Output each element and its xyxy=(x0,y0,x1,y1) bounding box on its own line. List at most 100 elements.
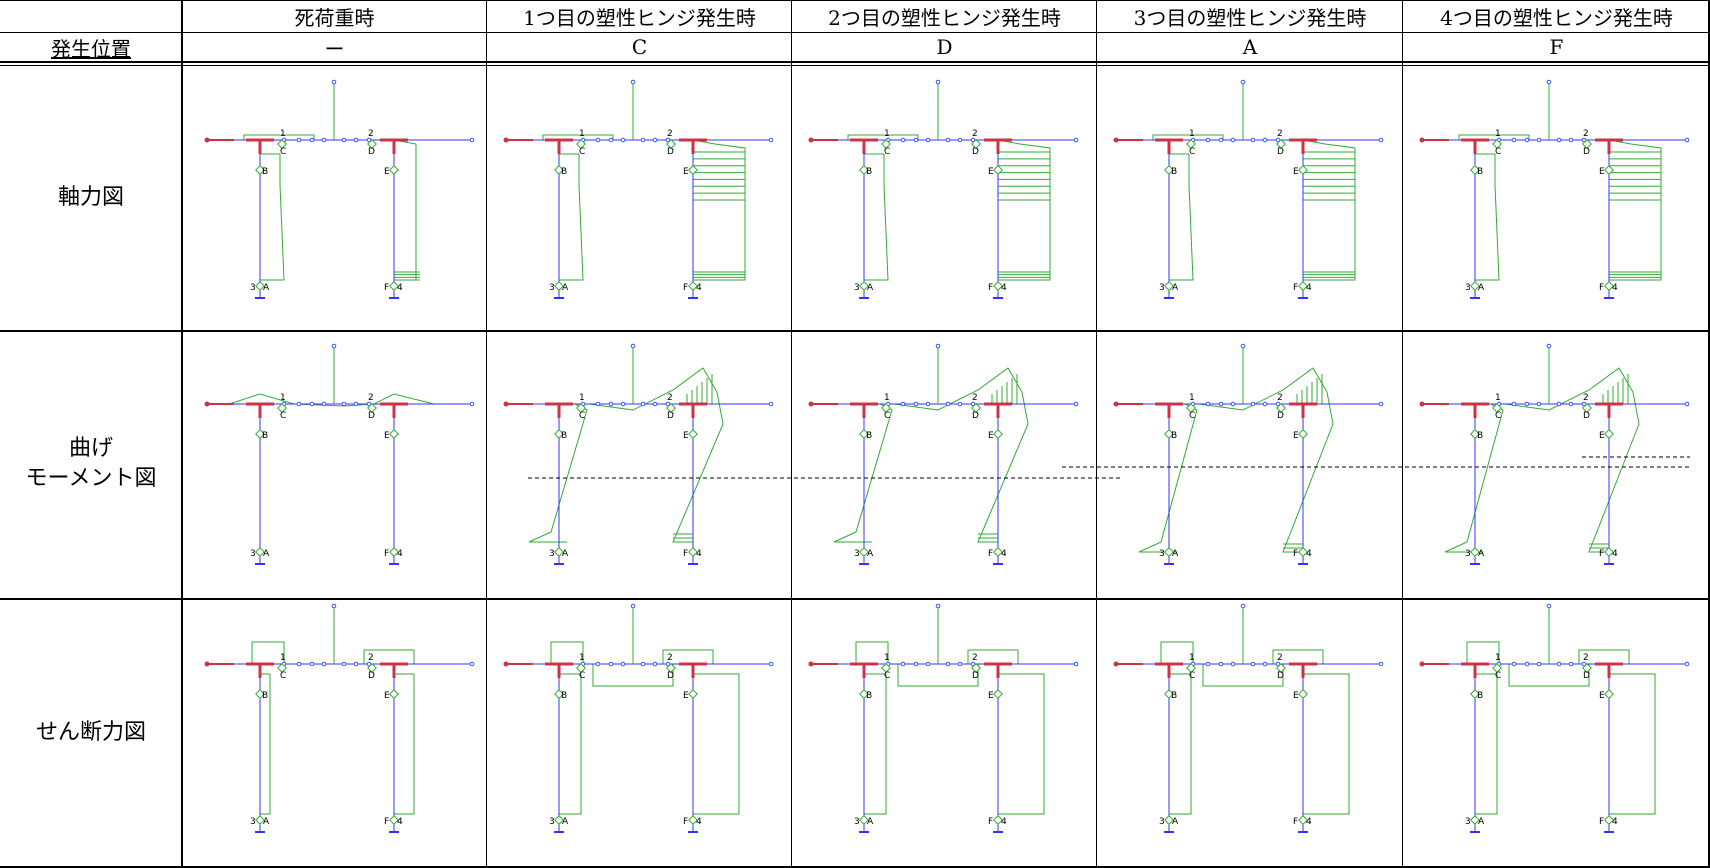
hinge-marker xyxy=(1492,139,1502,149)
node xyxy=(608,137,614,143)
node xyxy=(652,661,658,667)
node xyxy=(1230,401,1236,407)
hinge-marker xyxy=(367,403,377,413)
hinge-marker xyxy=(1604,689,1614,699)
node xyxy=(913,661,919,667)
hinge-marker xyxy=(859,689,869,699)
node-label-A: A xyxy=(263,549,270,559)
node-label-A: A xyxy=(867,817,874,827)
node-label-D: D xyxy=(667,671,674,681)
node-label-D: D xyxy=(972,147,979,157)
node-label-D: D xyxy=(368,411,375,421)
hinge-marker xyxy=(389,689,399,699)
hinge-marker xyxy=(389,815,399,825)
node-label-A: A xyxy=(1172,549,1179,559)
node xyxy=(341,137,347,143)
node xyxy=(935,343,941,349)
node xyxy=(1073,137,1079,143)
hinge-marker xyxy=(666,663,676,673)
node-label-B: B xyxy=(866,431,872,441)
node-label-2: 2 xyxy=(972,129,978,139)
hinge-marker xyxy=(993,689,1003,699)
node-label-B: B xyxy=(262,431,268,441)
grid-line xyxy=(0,866,1710,868)
end-node xyxy=(1113,661,1119,667)
node-label-F: F xyxy=(683,283,688,293)
end-node xyxy=(1419,401,1425,407)
hinge-marker xyxy=(688,429,698,439)
node-label-1: 1 xyxy=(1495,129,1501,139)
node-label-A: A xyxy=(1172,283,1179,293)
end-node xyxy=(808,661,814,667)
node xyxy=(970,661,976,667)
node-label-E: E xyxy=(1293,431,1299,441)
node-label-C: C xyxy=(1189,671,1195,681)
hinge-marker xyxy=(1164,429,1174,439)
shear-left-column-diagram xyxy=(1475,673,1498,815)
node-label-E: E xyxy=(1599,431,1605,441)
node-label-D: D xyxy=(1277,147,1284,157)
node-label-E: E xyxy=(384,691,390,701)
hinge-marker xyxy=(688,165,698,175)
node-label-1: 1 xyxy=(1189,129,1195,139)
node xyxy=(366,137,372,143)
hinge-marker xyxy=(1298,689,1308,699)
hinge-marker xyxy=(971,403,981,413)
node-label-1: 1 xyxy=(884,393,890,403)
hinge-marker xyxy=(1604,429,1614,439)
node-label-3: 3 xyxy=(1465,817,1471,827)
node-label-B: B xyxy=(262,691,268,701)
node xyxy=(900,401,906,407)
node-label-3: 3 xyxy=(854,283,860,293)
node xyxy=(1568,401,1574,407)
hinge-marker xyxy=(1186,403,1196,413)
hinge-marker xyxy=(255,547,265,557)
node-label-A: A xyxy=(1478,817,1485,827)
node xyxy=(309,137,315,143)
shear-left-column-diagram xyxy=(864,673,887,815)
node xyxy=(296,137,302,143)
end-node xyxy=(1113,401,1119,407)
node-label-D: D xyxy=(368,671,375,681)
hinge-marker xyxy=(881,139,891,149)
node xyxy=(1250,137,1256,143)
node-label-C: C xyxy=(884,147,890,157)
axial-beam-diagram xyxy=(542,134,614,140)
shear-beam-left-diagram xyxy=(855,641,889,664)
node-label-F: F xyxy=(1293,817,1298,827)
hinge-marker xyxy=(881,403,891,413)
end-node xyxy=(503,401,509,407)
node xyxy=(913,401,919,407)
node xyxy=(957,137,963,143)
node-label-D: D xyxy=(667,147,674,157)
hinge-marker xyxy=(1276,663,1286,673)
row-label-axial: 軸力図 xyxy=(0,66,182,330)
grid-line xyxy=(0,61,1710,63)
hinge-marker xyxy=(1298,547,1308,557)
node-label-3: 3 xyxy=(854,549,860,559)
node xyxy=(1684,401,1690,407)
grid-line xyxy=(181,0,183,868)
node-label-4: 4 xyxy=(1612,283,1618,293)
node xyxy=(620,137,626,143)
node-label-4: 4 xyxy=(1612,549,1618,559)
node-label-F: F xyxy=(1599,817,1604,827)
hinge-marker xyxy=(1604,547,1614,557)
hinge-marker xyxy=(1470,429,1480,439)
hinge-marker xyxy=(859,165,869,175)
node xyxy=(469,401,475,407)
node-label-A: A xyxy=(562,817,569,827)
node-label-3: 3 xyxy=(549,283,555,293)
node-label-E: E xyxy=(1293,167,1299,177)
shear-left-column-diagram xyxy=(260,673,271,815)
hinge-marker xyxy=(1276,139,1286,149)
node-label-D: D xyxy=(1583,411,1590,421)
node-label-4: 4 xyxy=(1612,817,1618,827)
node xyxy=(1524,401,1530,407)
hinge-marker xyxy=(881,663,891,673)
hinge-marker xyxy=(1298,165,1308,175)
